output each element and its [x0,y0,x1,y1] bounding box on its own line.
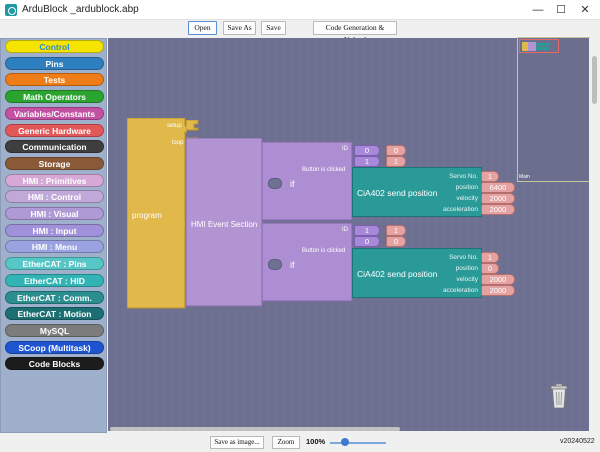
velocity-value-2[interactable]: 2000 [481,274,515,285]
toolbar: Open Save As Save Code Generation & Uplo… [0,20,600,44]
palette-scoop-button[interactable]: SCoop (Multitask) [5,340,104,354]
cia402-send-position-block-2[interactable]: CiA402 send position Servo No. position … [352,248,482,298]
program-block-shape [127,118,187,309]
minimap-label: Main [519,174,530,180]
servo-no-label-1: Servo No. [449,173,478,180]
if-block-2[interactable]: ID Button is clicked if [262,223,354,303]
cia402-label-1: CiA402 send position [357,188,438,198]
loop-arrow-icon [268,259,282,270]
if-block-1-id-value-b[interactable]: 1 [386,156,406,167]
velocity-label-2: velocity [456,276,478,283]
minimap-cia-thumb-2 [536,47,550,50]
palette-variables-constants-button[interactable]: Variables/Constants [5,106,104,120]
servo-no-value-2[interactable]: 1 [481,252,499,263]
servo-no-label-2: Servo No. [449,254,478,261]
position-label-1: position [455,184,478,191]
zoom-slider-thumb[interactable] [341,438,349,446]
open-button[interactable]: Open [188,21,217,35]
if-block-2-id-pin-a[interactable]: 1 [354,225,380,236]
acceleration-label-1: acceleration [442,206,478,213]
acceleration-value-1[interactable]: 2000 [481,204,515,215]
title-bar: ArduBlock _ardublock.abp — ☐ ✕ [0,0,600,20]
zoom-slider-track[interactable] [330,442,386,444]
if-block-2-label: if [290,260,295,270]
palette-ethercat-hid-button[interactable]: EtherCAT : HID [5,273,104,287]
loop-arrow-icon [268,178,282,189]
maximize-button[interactable]: ☐ [556,4,566,16]
code-generation-upload-button[interactable]: Code Generation & Upload [313,21,397,44]
palette-control-button[interactable]: Control [5,40,104,53]
if-block-2-id-value-b[interactable]: 0 [386,236,406,247]
palette-math-operators-button[interactable]: Math Operators [5,90,104,104]
close-button[interactable]: ✕ [580,4,590,16]
palette-generic-hardware-button[interactable]: Generic Hardware [5,123,104,137]
palette-pins-button[interactable]: Pins [5,56,104,70]
ardublock-logo-icon [5,4,17,16]
window-title: ArduBlock _ardublock.abp [22,4,139,15]
status-bar: Save as image... Zoom 100% v20240522 [0,433,600,452]
cia402-send-position-block-1[interactable]: CiA402 send position Servo No. position … [352,167,482,217]
save-button[interactable]: Save [261,21,286,35]
if-block-1-id-pin-a[interactable]: 0 [354,145,380,156]
zoom-level: 100% [306,437,326,446]
palette-ethercat-pins-button[interactable]: EtherCAT : Pins [5,257,104,271]
if-block-1-id-value-a[interactable]: 0 [386,145,406,156]
position-value-1[interactable]: 6400 [481,182,515,193]
if-block-1[interactable]: ID Button is clicked if [262,142,354,222]
palette-code-blocks-button[interactable]: Code Blocks [5,357,104,371]
palette-ethercat-motion-button[interactable]: EtherCAT : Motion [5,307,104,321]
version-label: v20240522 [560,438,595,445]
palette-mysql-button[interactable]: MySQL [5,323,104,337]
minimap[interactable]: Main [517,37,590,182]
horizontal-scroll-thumb[interactable] [110,427,400,431]
palette-tests-button[interactable]: Tests [5,73,104,87]
position-label-2: position [455,265,478,272]
velocity-value-1[interactable]: 2000 [481,193,515,204]
if-block-2-id-label: ID [342,227,348,233]
if-block-1-button-clicked-label: Button is clicked [302,167,346,173]
hmi-event-section-block[interactable]: HMI Event Section [186,138,264,308]
position-value-2[interactable]: 0 [481,263,499,274]
vertical-scroll-thumb[interactable] [592,56,597,104]
if-block-1-id-label: ID [342,146,348,152]
save-as-button[interactable]: Save As [223,21,256,35]
minimize-button[interactable]: — [532,4,544,16]
save-as-image-button[interactable]: Save as image... [210,436,264,449]
palette-ethercat-comm-button[interactable]: EtherCAT : Comm. [5,290,104,304]
minimap-program-thumb [522,42,528,51]
if-block-2-button-clicked-label: Button is clicked [302,248,346,254]
horizontal-scrollbar[interactable] [108,426,589,432]
program-block[interactable]: program setup loop [127,118,187,310]
zoom-button[interactable]: Zoom [272,436,300,449]
if-block-1-id-pin-b[interactable]: 1 [354,156,380,167]
vertical-scrollbar[interactable] [589,38,600,431]
cia402-label-2: CiA402 send position [357,269,438,279]
minimap-cia-thumb-1 [536,43,550,46]
if-block-1-label: if [290,179,295,189]
acceleration-value-2[interactable]: 2000 [481,285,515,296]
if-block-2-shape [262,223,353,302]
palette-hmi-control-button[interactable]: HMI : Control [5,190,104,204]
hmi-event-section-label: HMI Event Section [191,220,258,229]
if-block-2-id-pin-b[interactable]: 0 [354,236,380,247]
program-label: program [132,211,162,220]
acceleration-label-2: acceleration [442,287,478,294]
setup-label: setup [167,123,182,129]
palette-hmi-primitives-button[interactable]: HMI : Primitives [5,173,104,187]
velocity-label-1: velocity [456,195,478,202]
servo-no-value-1[interactable]: 1 [481,171,499,182]
hmi-event-section-shape [186,138,263,307]
minimap-hmi-thumb [528,42,536,51]
loop-label: loop [172,140,184,146]
palette-communication-button[interactable]: Communication [5,140,104,154]
trash-icon[interactable] [550,383,568,409]
palette-hmi-visual-button[interactable]: HMI : Visual [5,207,104,220]
if-block-1-shape [262,142,353,221]
if-block-2-id-value-a[interactable]: 1 [386,225,406,236]
palette-hmi-input-button[interactable]: HMI : Input [5,223,104,237]
palette-hmi-menu-button[interactable]: HMI : Menu [5,240,104,254]
minimap-viewport[interactable] [519,39,559,53]
palette-storage-button[interactable]: Storage [5,156,104,170]
